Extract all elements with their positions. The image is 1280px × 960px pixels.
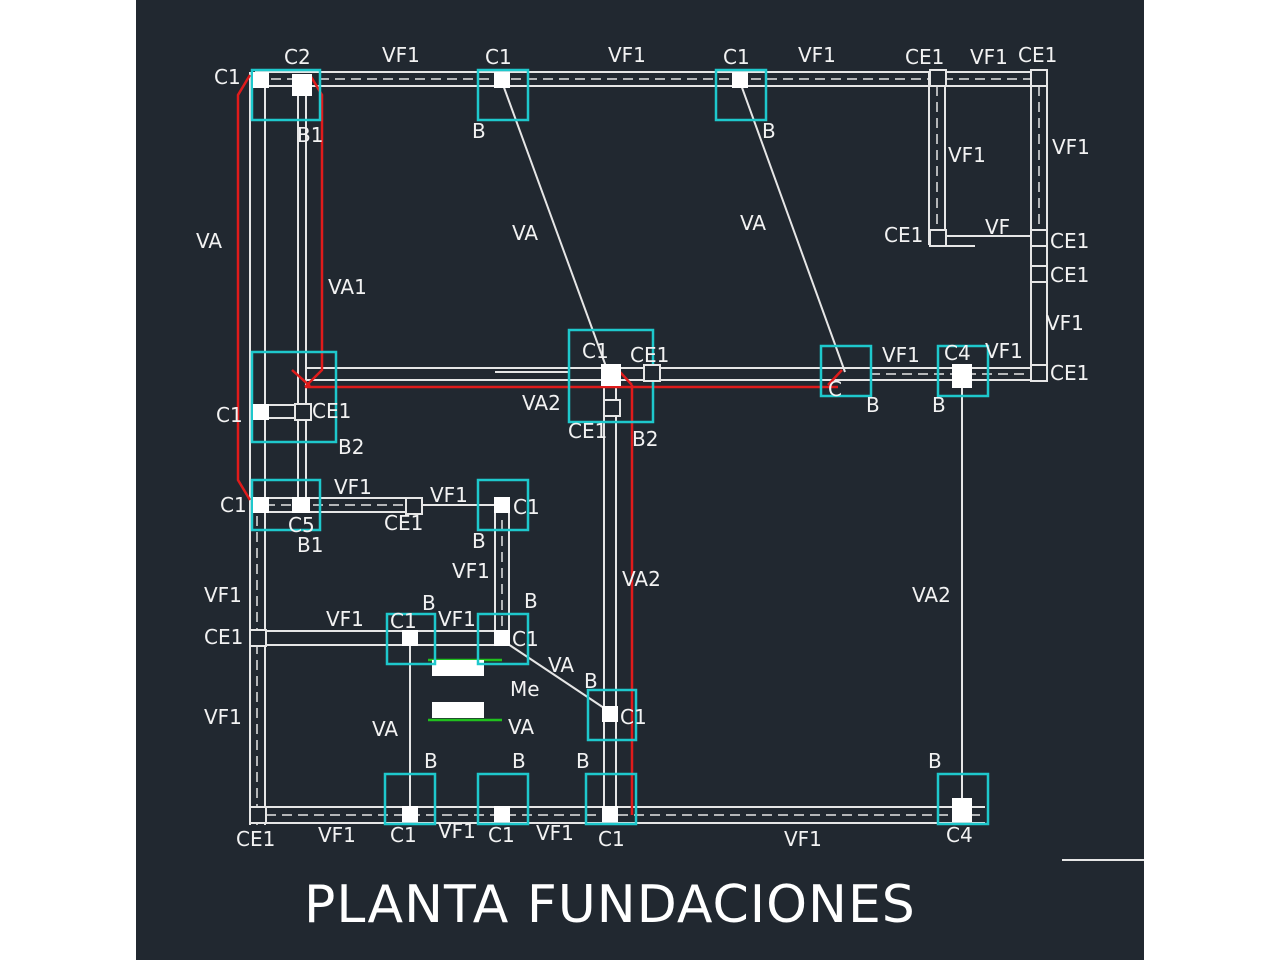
label: VA1: [328, 275, 367, 299]
label: B: [472, 529, 486, 553]
label: VA: [508, 715, 534, 739]
label: B1: [297, 123, 323, 147]
label: B: [422, 591, 436, 615]
label: B: [524, 589, 538, 613]
label: CE1: [905, 45, 944, 69]
label: C4: [946, 823, 973, 847]
label: C1: [220, 493, 247, 517]
label: CE1: [384, 511, 423, 535]
label: C1: [582, 339, 609, 363]
label: VF1: [948, 143, 986, 167]
label: VA: [512, 221, 538, 245]
label: VF1: [326, 607, 364, 631]
foundation-beams: [249, 71, 1048, 825]
white-blocks: [432, 660, 484, 718]
label: C1: [390, 823, 417, 847]
label: C2: [284, 45, 311, 69]
label: VF: [985, 215, 1010, 239]
label: B: [472, 119, 486, 143]
label: B: [932, 393, 946, 417]
label: B: [576, 749, 590, 773]
columns: [253, 72, 972, 822]
label: VF1: [430, 483, 468, 507]
label: Me: [510, 677, 540, 701]
label: VF1: [798, 43, 836, 67]
label: VF1: [1046, 311, 1084, 335]
label: B: [762, 119, 776, 143]
label: C: [828, 377, 842, 401]
label: VF1: [882, 343, 920, 367]
label: C1: [390, 609, 417, 633]
label: C1: [620, 705, 647, 729]
label: C1: [723, 45, 750, 69]
label: CE1: [1050, 361, 1089, 385]
label: C1: [513, 495, 540, 519]
label: VA: [548, 653, 574, 677]
label: C1: [485, 45, 512, 69]
label: B: [512, 749, 526, 773]
label: CE1: [884, 223, 923, 247]
label: C4: [944, 341, 971, 365]
label: B: [928, 749, 942, 773]
label: CE1: [568, 419, 607, 443]
label: C1: [214, 65, 241, 89]
label: B2: [632, 427, 658, 451]
label: CE1: [236, 827, 275, 851]
red-tie-beams: [236, 74, 843, 815]
label: VF1: [438, 607, 476, 631]
label: C1: [598, 827, 625, 851]
label: C1: [488, 823, 515, 847]
label: C5: [288, 513, 315, 537]
cad-drawing-canvas[interactable]: C1 C2 VF1 C1 VF1 C1 VF1 CE1 VF1 CE1 B1 B…: [136, 0, 1144, 960]
label: VF1: [608, 43, 646, 67]
label: CE1: [312, 399, 351, 423]
footings: [250, 68, 990, 826]
label: CE1: [1018, 43, 1057, 67]
label: VF1: [438, 819, 476, 843]
label: B1: [297, 533, 323, 557]
label: VF1: [1052, 135, 1090, 159]
label: VF1: [784, 827, 822, 851]
label: VF1: [536, 821, 574, 845]
label: CE1: [204, 625, 243, 649]
label: VF1: [970, 45, 1008, 69]
label: VA: [372, 717, 398, 741]
label: VF1: [452, 559, 490, 583]
label: C1: [216, 403, 243, 427]
label: VA: [740, 211, 766, 235]
label: CE1: [1050, 263, 1089, 287]
label: VF1: [204, 705, 242, 729]
label: VA2: [912, 583, 951, 607]
label: VF1: [318, 823, 356, 847]
label: VF1: [204, 583, 242, 607]
label: VF1: [985, 339, 1023, 363]
label: CE1: [630, 343, 669, 367]
label: VA2: [622, 567, 661, 591]
edge-columns: [249, 69, 1048, 824]
label: B: [584, 669, 598, 693]
label: B: [866, 393, 880, 417]
drawing-title: PLANTA FUNDACIONES: [304, 875, 916, 935]
foundation-plan-drawing: C1 C2 VF1 C1 VF1 C1 VF1 CE1 VF1 CE1 B1 B…: [196, 43, 1144, 935]
label: VF1: [334, 475, 372, 499]
labels: C1 C2 VF1 C1 VF1 C1 VF1 CE1 VF1 CE1 B1 B…: [196, 43, 1090, 851]
label: B2: [338, 435, 364, 459]
label: VA: [196, 229, 222, 253]
label: CE1: [1050, 229, 1089, 253]
label: B: [424, 749, 438, 773]
label: VA2: [522, 391, 561, 415]
label: C1: [512, 627, 539, 651]
label: VF1: [382, 43, 420, 67]
